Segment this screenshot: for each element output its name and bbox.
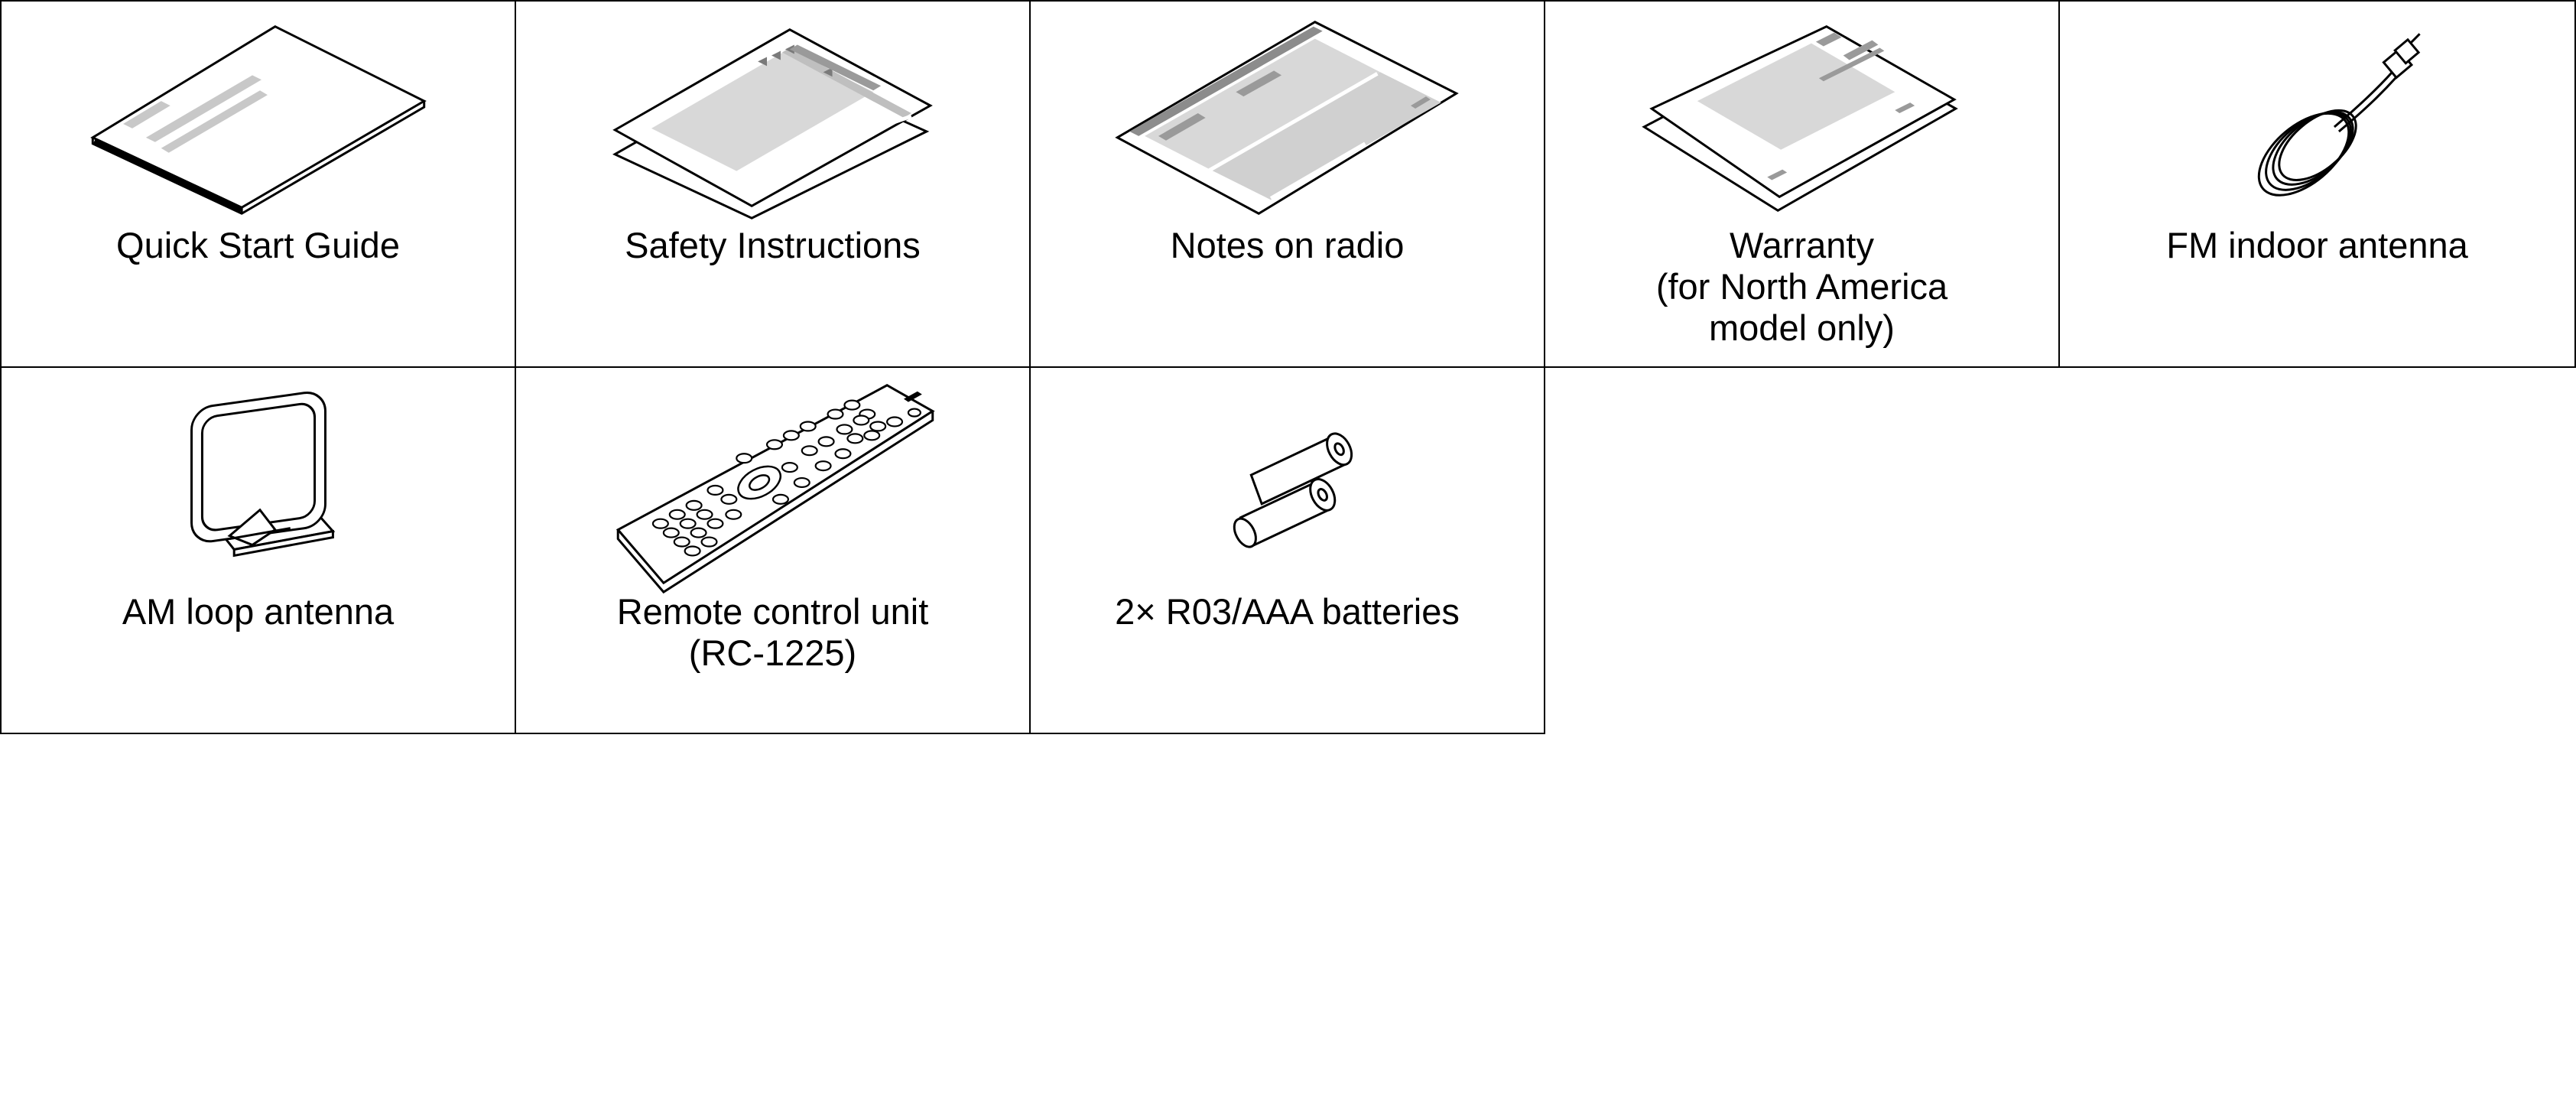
item-label: Remote control unit (RC-1225) xyxy=(616,591,929,673)
accessory-cell-fm-indoor-antenna: FM indoor antenna xyxy=(2058,0,2576,368)
notes-on-radio-icon xyxy=(1031,2,1544,231)
accessory-cell-am-loop-antenna: AM loop antenna xyxy=(0,366,516,734)
am-loop-antenna-icon xyxy=(2,368,515,597)
fm-antenna-icon xyxy=(2060,2,2574,231)
accessory-cell-notes-on-radio: Notes on radio xyxy=(1029,0,1545,368)
item-label: FM indoor antenna xyxy=(2166,225,2468,265)
item-label: Quick Start Guide xyxy=(116,225,400,265)
item-label: Notes on radio xyxy=(1170,225,1405,265)
accessory-cell-quick-start-guide: Quick Start Guide xyxy=(0,0,516,368)
accessory-cell-safety-instructions: Safety Instructions xyxy=(515,0,1031,368)
item-label: Safety Instructions xyxy=(625,225,921,265)
accessory-cell-warranty: Warranty (for North America model only) xyxy=(1544,0,2060,368)
item-label: AM loop antenna xyxy=(122,591,395,632)
batteries-icon xyxy=(1031,368,1544,597)
warranty-icon xyxy=(1545,2,2058,231)
quick-start-guide-icon xyxy=(2,2,515,231)
accessory-cell-batteries: 2× R03/AAA batteries xyxy=(1029,366,1545,734)
item-label: Warranty (for North America model only) xyxy=(1655,225,1948,348)
item-label: 2× R03/AAA batteries xyxy=(1115,591,1460,632)
accessory-cell-remote-control: Remote control unit (RC-1225) xyxy=(515,366,1031,734)
safety-instructions-icon xyxy=(516,2,1029,231)
remote-control-icon xyxy=(516,368,1029,597)
